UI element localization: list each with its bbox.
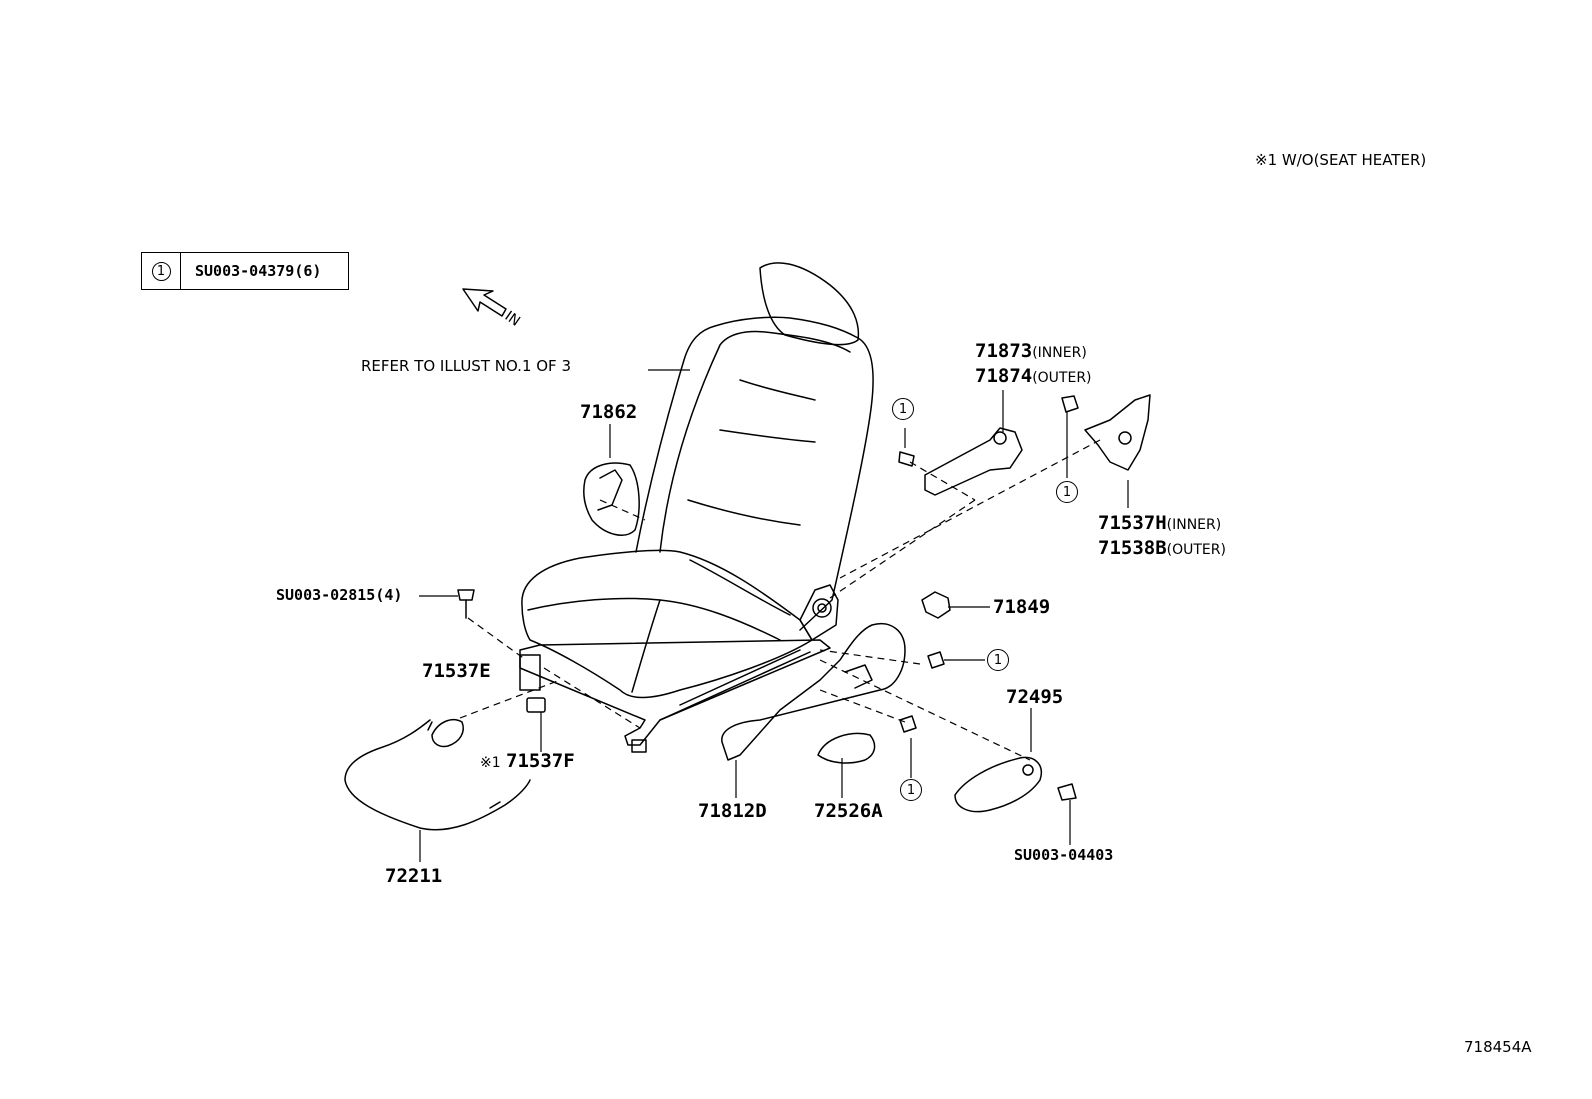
refer-illustration: REFER TO ILLUST NO.1 OF 3	[361, 357, 571, 375]
legend-symbol: 1	[151, 261, 171, 281]
label-71812D: 71812D	[698, 800, 767, 822]
cover-72526A	[817, 732, 876, 764]
direction-arrow-icon	[462, 288, 507, 317]
shield-71812D	[721, 623, 906, 761]
bolt-icons	[457, 395, 1079, 801]
legend-part-number: SU003-04379(6)	[195, 262, 322, 280]
seat-cushion	[521, 549, 813, 699]
label-71537F: ※1 71537F	[480, 750, 575, 772]
legend-box: 1 SU003-04379(6)	[141, 252, 349, 290]
seat-backrest	[635, 262, 874, 631]
label-71873: 71873(INNER)	[975, 340, 1087, 362]
seat-rails	[519, 639, 831, 753]
label-SU003-04403: SU003-04403	[1014, 846, 1114, 864]
bracket-71537H	[1084, 394, 1151, 471]
clip-71849	[921, 591, 951, 619]
callout-1-cover: 1	[900, 779, 922, 801]
callout-1-bracket: 1	[1056, 481, 1078, 503]
hinge-71873	[924, 427, 1023, 496]
label-71849: 71849	[993, 596, 1051, 618]
note-seat-heater: ※1 W/O(SEAT HEATER)	[1255, 151, 1427, 169]
handle-72495	[954, 756, 1042, 813]
label-71874: 71874(OUTER)	[975, 365, 1092, 387]
illustration-id: 718454A	[1464, 1038, 1532, 1056]
label-71537H: 71537H(INNER)	[1098, 512, 1222, 534]
callout-1-shield: 1	[987, 649, 1009, 671]
label-71862: 71862	[580, 401, 638, 423]
label-72526A: 72526A	[814, 800, 883, 822]
label-72211: 72211	[385, 865, 443, 887]
callout-1-hinge: 1	[892, 398, 914, 420]
label-71537E: 71537E	[422, 660, 491, 682]
label-71538B: 71538B(OUTER)	[1098, 537, 1226, 559]
cover-71537E	[431, 718, 464, 748]
cable-72211	[344, 719, 531, 831]
recliner-mechanism	[799, 584, 839, 641]
label-SU003-02815: SU003-02815(4)	[276, 586, 403, 604]
cover-71537F	[526, 697, 546, 713]
label-72495: 72495	[1006, 686, 1064, 708]
cover-71862	[583, 462, 640, 536]
